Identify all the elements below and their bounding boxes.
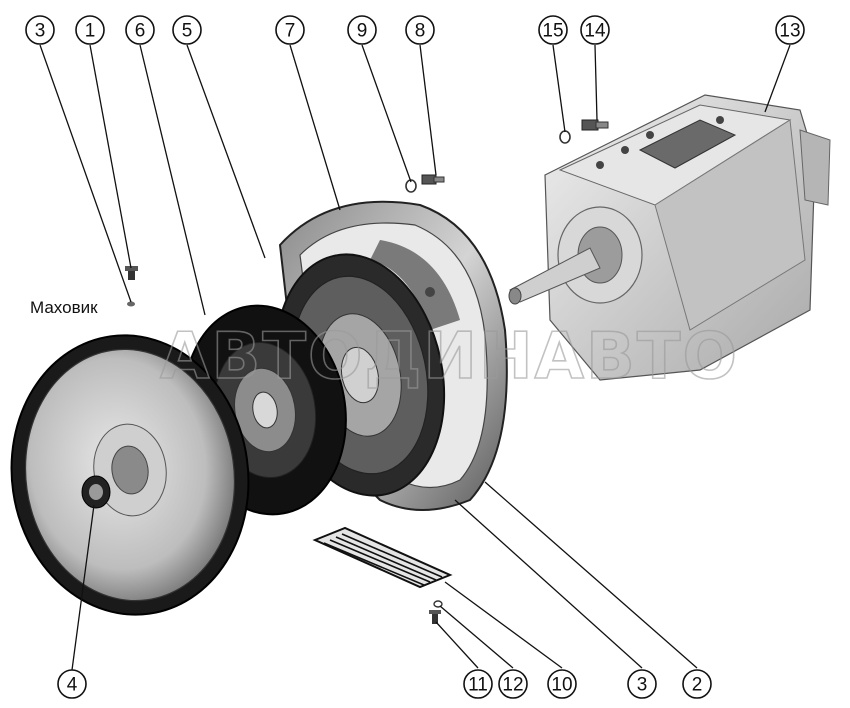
bolt-14: [581, 119, 609, 131]
callout-15: 15: [538, 15, 568, 45]
callout-9: 9: [347, 15, 377, 45]
callout-number: 1: [85, 21, 96, 42]
callout-number: 3: [637, 675, 648, 696]
callout-11: 11: [463, 669, 493, 699]
callout-10: 10: [547, 669, 577, 699]
callout-number: 6: [135, 21, 146, 42]
washer-12: [433, 600, 443, 608]
callout-number: 12: [502, 675, 523, 696]
bearing-4: [81, 475, 111, 509]
callout-circle: [463, 669, 493, 699]
callout-circle: [775, 15, 805, 45]
callout-circle: [347, 15, 377, 45]
callout-circle: [405, 15, 435, 45]
callout-number: 8: [415, 21, 426, 42]
leader-lines: [39, 44, 791, 671]
callout-number: 2: [692, 675, 703, 696]
callout-number: 13: [779, 21, 800, 42]
flywheel-label: Маховик: [30, 298, 98, 317]
callout-group: 3 1 6 5 7 9 8 15 14 13 4 11 12 10 3 2: [25, 15, 805, 699]
cover-plate: [312, 526, 453, 589]
callout-circle: [682, 669, 712, 699]
callout-circle: [580, 15, 610, 45]
callout-circle: [275, 15, 305, 45]
callout-circle: [547, 669, 577, 699]
callout-circle: [125, 15, 155, 45]
bolt-8: [421, 174, 445, 185]
callout-circle: [57, 669, 87, 699]
callout-number: 5: [182, 21, 193, 42]
callout-3a: 3: [25, 15, 55, 45]
callout-circle: [627, 669, 657, 699]
callout-circle: [498, 669, 528, 699]
callout-number: 3: [35, 21, 46, 42]
callout-number: 10: [551, 675, 572, 696]
ring-9: [405, 179, 417, 193]
callout-number: 15: [542, 21, 563, 42]
callout-number: 4: [67, 675, 78, 696]
callout-2: 2: [682, 669, 712, 699]
bolt-1: [125, 266, 138, 280]
gearbox: [508, 94, 831, 381]
callout-6: 6: [125, 15, 155, 45]
callout-circle: [538, 15, 568, 45]
callout-14: 14: [580, 15, 610, 45]
callout-12: 12: [498, 669, 528, 699]
ring-15: [559, 130, 571, 144]
callout-circle: [172, 15, 202, 45]
callout-7: 7: [275, 15, 305, 45]
callout-8: 8: [405, 15, 435, 45]
callout-number: 14: [584, 21, 606, 42]
callout-1: 1: [75, 15, 105, 45]
bolt-11: [429, 610, 441, 624]
callout-number: 7: [285, 21, 296, 42]
washer-3-top: [127, 301, 135, 307]
callout-circle: [25, 15, 55, 45]
callout-13: 13: [775, 15, 805, 45]
callout-circle: [75, 15, 105, 45]
callout-5: 5: [172, 15, 202, 45]
flywheel: [10, 334, 250, 616]
watermark-text: АВТОДИНАВТО: [160, 320, 739, 394]
callout-number: 11: [468, 675, 488, 696]
callout-3b: 3: [627, 669, 657, 699]
callout-4: 4: [57, 669, 87, 699]
callout-number: 9: [357, 21, 368, 42]
